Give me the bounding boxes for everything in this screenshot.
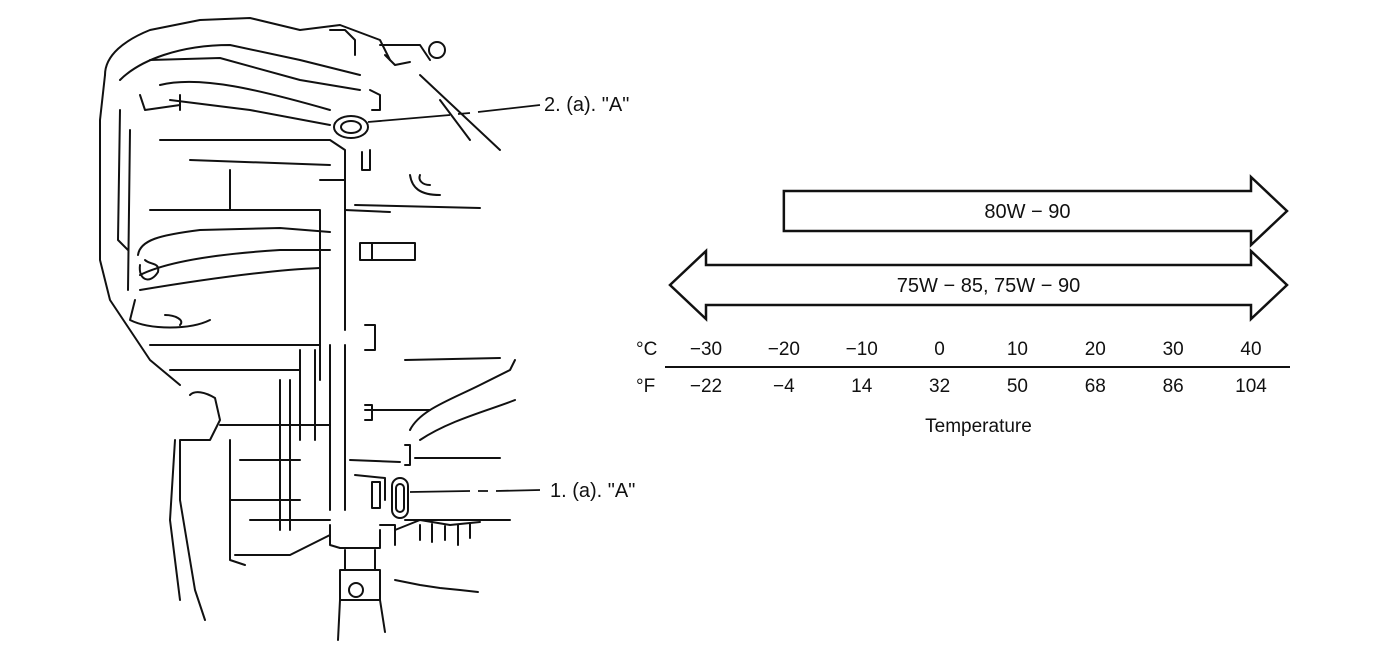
tick-label-fahrenheit: 14 [851, 376, 873, 397]
tick-label-fahrenheit: −4 [773, 376, 795, 397]
viscosity-band-label: 80W − 90 [984, 201, 1070, 223]
viscosity-band-arrow [782, 174, 1289, 248]
tick-label-celsius: 30 [1163, 339, 1184, 360]
viscosity-chart: °C °F −30 −20 −10 0 10 20 30 40 −22 −4 14 32 50 68 86 104… [636, 174, 1290, 437]
tick-label-celsius: 10 [1007, 339, 1028, 360]
leader-line-upper-plug [367, 104, 541, 123]
tick-label-celsius: 40 [1240, 339, 1261, 360]
tick-label-fahrenheit: 104 [1235, 376, 1267, 397]
axis-title: Temperature [925, 416, 1032, 437]
tick-label-celsius: −10 [846, 339, 878, 360]
viscosity-band-arrow [668, 248, 1289, 322]
tick-label-celsius: −20 [768, 339, 800, 360]
callout-lower-plug: 1. (a). "A" [550, 480, 635, 502]
callout-leaders [367, 104, 541, 493]
tick-label-celsius: 0 [934, 339, 945, 360]
tick-label-fahrenheit: 50 [1007, 376, 1028, 397]
tick-label-fahrenheit: 32 [929, 376, 950, 397]
unit-label-fahrenheit: °F [636, 376, 655, 397]
tick-label-fahrenheit: 86 [1163, 376, 1184, 397]
tick-label-fahrenheit: 68 [1085, 376, 1106, 397]
tick-label-celsius: 20 [1085, 339, 1106, 360]
tick-label-celsius: −30 [690, 339, 722, 360]
outboard-lower-unit-drawing [99, 17, 516, 641]
leader-line-lower-plug [409, 489, 541, 493]
viscosity-band-label: 75W − 85, 75W − 90 [897, 275, 1080, 297]
callout-upper-plug: 2. (a). "A" [544, 94, 629, 116]
tick-label-fahrenheit: −22 [690, 376, 722, 397]
unit-label-celsius: °C [636, 339, 657, 360]
